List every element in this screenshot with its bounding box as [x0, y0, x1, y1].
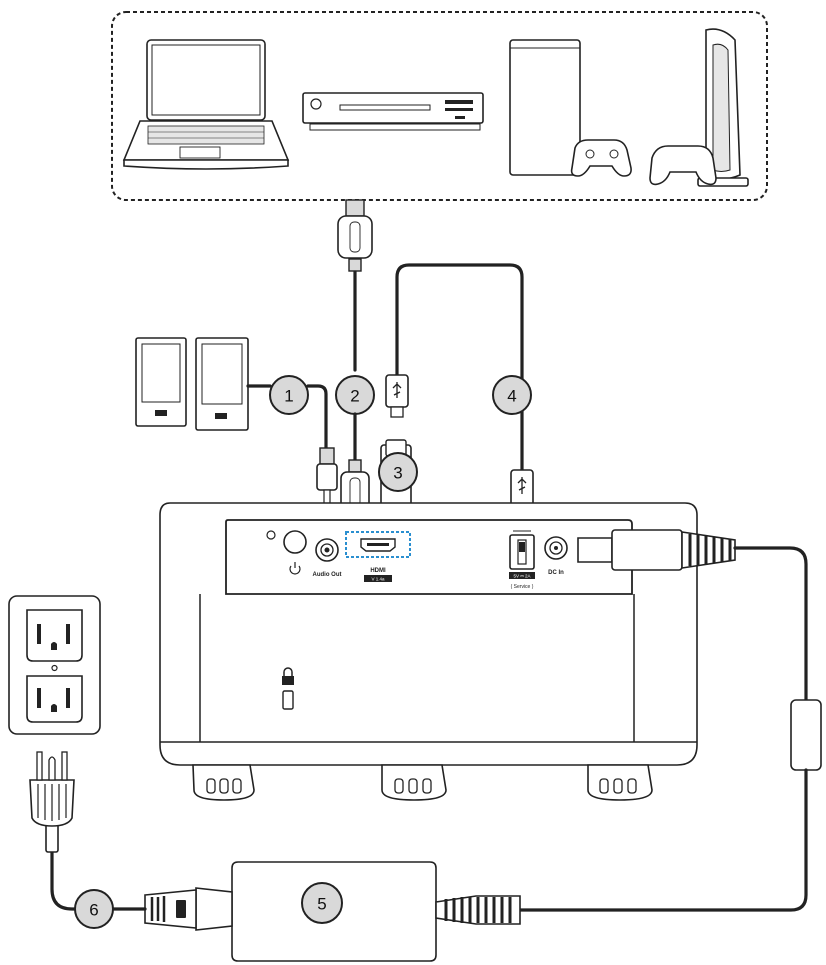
audio-cable: [306, 384, 328, 450]
usb-rating-badge: [509, 572, 535, 579]
led-indicator: [266, 530, 276, 540]
dc-power-plug: [577, 529, 736, 571]
callout-3-label: 3: [393, 464, 402, 483]
power-icon: [289, 562, 301, 575]
callout-4: 4: [492, 375, 532, 415]
usb-service-label: ( Service ): [511, 584, 534, 590]
callout-5-label: 5: [317, 895, 326, 914]
xbox-console-icon: [509, 39, 632, 177]
dc-in-port[interactable]: [544, 536, 568, 560]
ferrite-core: [790, 699, 822, 771]
lock-icon: [282, 667, 294, 710]
hdmi-port[interactable]: [360, 538, 396, 552]
dc-cable-lower: [518, 768, 808, 912]
wall-outlet-icon: [8, 595, 101, 735]
power-adapter-icon: [195, 861, 521, 962]
callout-2: 2: [335, 375, 375, 415]
hdmi-label: HDMI: [370, 568, 386, 574]
ac-connector: [144, 889, 197, 929]
callout-6: 6: [74, 889, 114, 929]
hdmi-port-highlight: [345, 531, 411, 558]
dc-cable: [733, 546, 808, 702]
callout-2-label: 2: [350, 387, 359, 406]
audio-out-port[interactable]: [315, 538, 339, 562]
hdmi-cable-top: [337, 199, 373, 372]
power-button[interactable]: [283, 530, 307, 554]
source-devices-frame: [111, 11, 768, 201]
callout-6-label: 6: [89, 901, 98, 920]
callout-1-label: 1: [284, 387, 293, 406]
laptop-icon: [122, 39, 290, 170]
foot-right: [587, 764, 653, 801]
power-plug-icon: [29, 751, 75, 853]
hdmi-version-label: V 1.4a: [371, 577, 385, 582]
dc-in-label: DC In: [548, 570, 564, 576]
dvd-player-icon: [302, 92, 484, 131]
foot-center: [381, 764, 447, 801]
callout-4-label: 4: [507, 387, 516, 406]
usb-icon: [385, 374, 409, 418]
foot-left: [192, 764, 255, 801]
callout-5: 5: [301, 882, 343, 924]
usb-port[interactable]: [509, 530, 535, 570]
usb-rating-label: 5V ⎓ 2A: [513, 574, 530, 579]
hdmi-version-badge: [364, 575, 392, 582]
ps5-console-icon: [649, 28, 749, 187]
callout-1: 1: [269, 375, 309, 415]
speakers-icon: [135, 337, 272, 431]
audio-out-label: Audio Out: [313, 572, 342, 578]
callout-3: 3: [378, 452, 418, 492]
usb-cable: [395, 263, 524, 472]
audio-plug: [316, 447, 338, 528]
ac-cord: [50, 848, 147, 911]
projector-feet: [192, 764, 653, 801]
